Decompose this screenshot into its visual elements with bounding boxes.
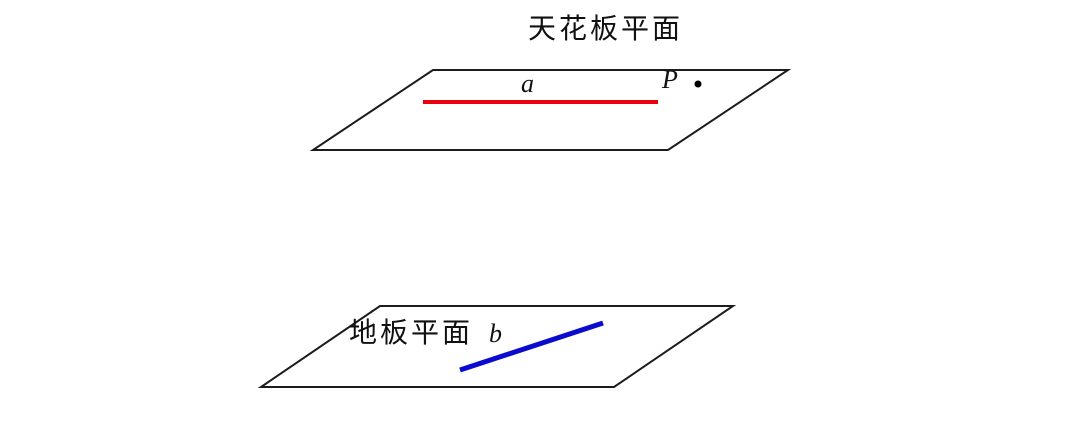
point-p-label: P	[662, 65, 678, 94]
line-b	[459, 320, 604, 373]
line-a-label: a	[521, 69, 534, 98]
line-b-label: b	[489, 319, 502, 348]
ceiling-plane-label: 天花板平面	[528, 13, 684, 44]
floor-plane-polygon	[257, 305, 737, 388]
ceiling-plane-polygon	[309, 69, 792, 151]
floor-plane-label: 地板平面	[349, 317, 474, 348]
